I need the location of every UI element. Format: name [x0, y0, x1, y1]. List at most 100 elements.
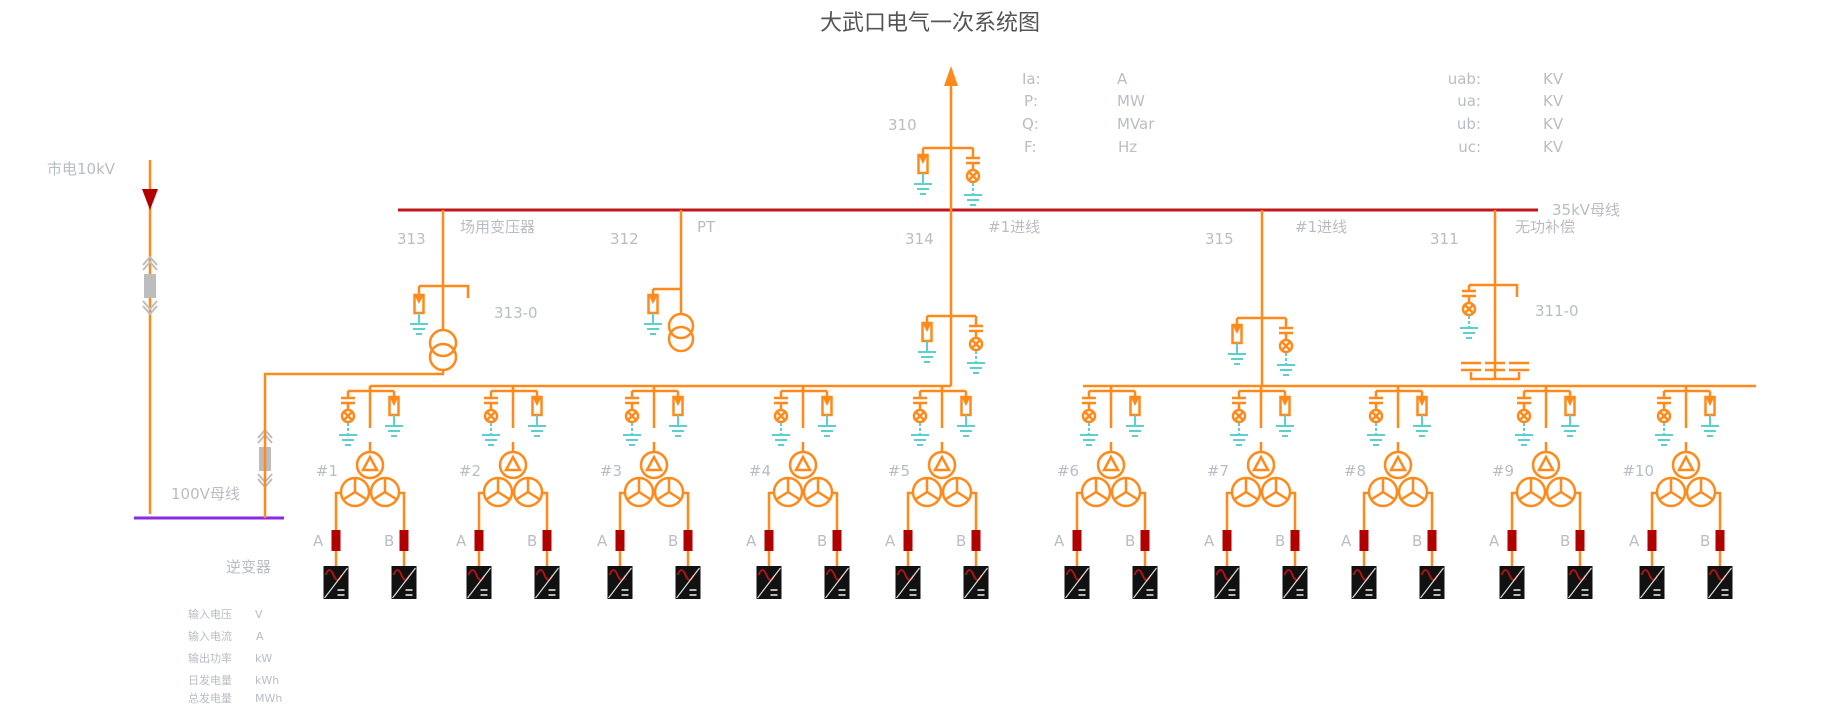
inverter-icon[interactable]	[1567, 566, 1593, 599]
diagonal	[1500, 567, 1524, 599]
fuse-icon[interactable]	[474, 530, 484, 551]
capacitor-indicator-icon[interactable]	[1367, 391, 1385, 446]
fuse-icon[interactable]	[1140, 530, 1150, 551]
surge-arrester-icon[interactable]	[1276, 391, 1294, 437]
fuse-icon[interactable]	[331, 530, 341, 551]
fuse-icon[interactable]	[1715, 530, 1725, 551]
inverter-icon[interactable]	[1282, 566, 1308, 599]
fuse-icon[interactable]	[683, 530, 693, 551]
inverter-icon[interactable]	[391, 566, 417, 599]
capacitor-indicator-icon[interactable]	[964, 148, 982, 206]
inverter-icon[interactable]	[1639, 566, 1665, 599]
surge-arrester-icon[interactable]	[385, 391, 403, 437]
surge-arrester-icon[interactable]	[410, 286, 428, 335]
inverter-icon[interactable]	[466, 566, 492, 599]
capacitor-indicator-icon[interactable]	[1655, 391, 1673, 446]
surge-arrester-icon[interactable]	[1561, 391, 1579, 437]
inverter-icon[interactable]	[1064, 566, 1090, 599]
capacitor-indicator-icon[interactable]	[1460, 285, 1478, 339]
branch-a-label: A	[313, 532, 324, 550]
arrester-arrow	[923, 324, 931, 332]
box-transformer-icon[interactable]	[1080, 450, 1142, 508]
surge-arrester-icon[interactable]	[644, 289, 662, 335]
surge-arrester-icon[interactable]	[1413, 391, 1431, 437]
inverter-icon[interactable]	[1132, 566, 1158, 599]
surge-arrester-icon[interactable]	[914, 148, 932, 195]
box-transformer-icon[interactable]	[482, 450, 544, 508]
fuse-icon[interactable]	[1072, 530, 1082, 551]
inverter-icon[interactable]	[756, 566, 782, 599]
capacitor-indicator-icon[interactable]	[1515, 391, 1533, 446]
box-transformer-icon[interactable]	[911, 450, 973, 508]
pt-transformer-icon[interactable]	[667, 312, 695, 353]
box-transformer-icon[interactable]	[1367, 450, 1429, 508]
meter-label: P:	[1024, 92, 1038, 110]
capacitor-indicator-icon[interactable]	[1230, 391, 1248, 446]
ground-icon	[644, 323, 662, 335]
fuse-icon[interactable]	[1222, 530, 1232, 551]
surge-arrester-icon[interactable]	[1126, 391, 1144, 437]
fuse-icon[interactable]	[1647, 530, 1657, 551]
box-transformer-icon[interactable]	[1655, 450, 1717, 508]
surge-arrester-icon[interactable]	[669, 391, 687, 437]
fuse-icon[interactable]	[1575, 530, 1585, 551]
source-label: 市电10kV	[47, 160, 116, 178]
inverter-icon[interactable]	[1707, 566, 1733, 599]
inverter-icon[interactable]	[607, 566, 633, 599]
inverter-icon[interactable]	[1419, 566, 1445, 599]
fuse-icon[interactable]	[971, 530, 981, 551]
station-transformer-icon[interactable]	[428, 328, 458, 372]
fuse-icon[interactable]	[399, 530, 409, 551]
capacitor-bank-icon[interactable]	[1461, 361, 1529, 381]
fuse-icon[interactable]	[1290, 530, 1300, 551]
surge-arrester-icon[interactable]	[818, 391, 836, 437]
fuse-icon[interactable]	[542, 530, 552, 551]
capacitor-indicator-icon[interactable]	[339, 391, 357, 446]
surge-arrester-icon[interactable]	[957, 391, 975, 437]
surge-arrester-icon[interactable]	[528, 391, 546, 437]
inverter-icon[interactable]	[1214, 566, 1240, 599]
inverter-icon[interactable]	[675, 566, 701, 599]
fuse-icon[interactable]	[1359, 530, 1369, 551]
capacitor-indicator-icon[interactable]	[967, 316, 985, 374]
box-transformer-icon[interactable]	[1230, 450, 1292, 508]
box-transformer-icon[interactable]	[772, 450, 834, 508]
capacitor-indicator-icon[interactable]	[772, 391, 790, 446]
fuse-icon[interactable]	[764, 530, 774, 551]
fuse-icon[interactable]	[1507, 530, 1517, 551]
surge-arrester-icon[interactable]	[918, 316, 936, 363]
arrester-arrow	[533, 398, 541, 406]
surge-arrester-icon[interactable]	[1701, 391, 1719, 437]
inverter-icon[interactable]	[534, 566, 560, 599]
box-transformer-icon[interactable]	[1515, 450, 1577, 508]
box-transformer-icon[interactable]	[339, 450, 401, 508]
fuse-icon[interactable]	[832, 530, 842, 551]
fuse-icon[interactable]	[903, 530, 913, 551]
inverter-icon[interactable]	[1499, 566, 1525, 599]
inverter-icon[interactable]	[323, 566, 349, 599]
fuse-icon[interactable]	[1427, 530, 1437, 551]
capacitor-indicator-icon[interactable]	[1277, 318, 1295, 376]
box-transformer-icon[interactable]	[623, 450, 685, 508]
fuse-icon[interactable]	[615, 530, 625, 551]
inverter-icon[interactable]	[1351, 566, 1377, 599]
capacitor-indicator-icon[interactable]	[1080, 391, 1098, 446]
capacitor-indicator-icon[interactable]	[623, 391, 641, 446]
inverter-icon[interactable]	[824, 566, 850, 599]
inverter-icon[interactable]	[963, 566, 989, 599]
surge-arrester-icon[interactable]	[1228, 318, 1246, 365]
capacitor-indicator-icon[interactable]	[482, 391, 500, 446]
inverter-icon[interactable]	[895, 566, 921, 599]
withdrawable-switch-top[interactable]	[142, 255, 158, 316]
capacitor-indicator-icon[interactable]	[911, 391, 929, 446]
